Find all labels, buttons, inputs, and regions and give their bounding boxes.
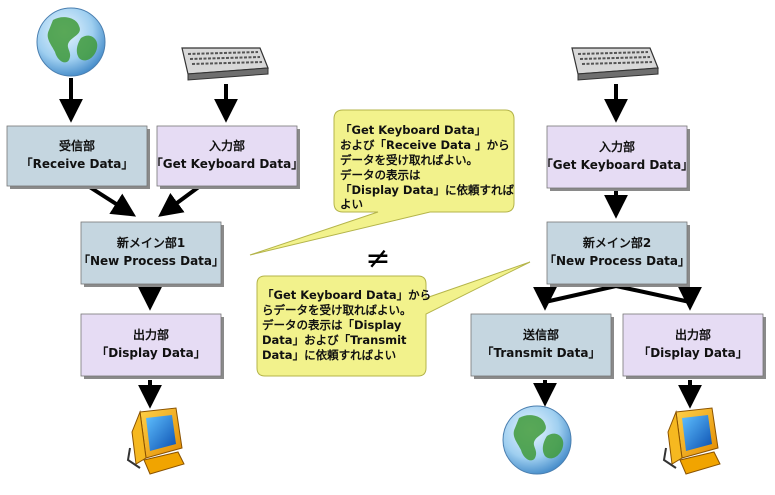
module-function: 「Display Data」	[96, 345, 206, 360]
globe-icon	[36, 7, 106, 77]
globe-icon	[502, 405, 572, 475]
module-name: 入力部	[599, 139, 635, 154]
module-function: 「Display Data」	[638, 345, 748, 360]
module-name: 出力部	[133, 327, 169, 342]
module-name: 出力部	[675, 327, 711, 342]
not-equal-symbol: ≠	[365, 241, 390, 276]
callout-right-text: 「Get Keyboard Data」から らデータを受け取ればよい。 データの…	[262, 288, 435, 362]
callout-line: らデータを受け取ればよい。	[262, 303, 412, 317]
callout-line: および「Receive Data 」から	[340, 138, 510, 152]
module-name: 送信部	[522, 327, 559, 342]
module-name: 受信部	[59, 138, 95, 153]
module-name: 入力部	[209, 138, 245, 153]
module-function: 「Get Keyboard Data」	[541, 157, 693, 172]
callout-line: 「Get Keyboard Data」から	[262, 288, 431, 302]
arrow-receive-to-process	[86, 184, 137, 217]
callout-line: 「Display Data」に依頼すれば	[340, 183, 514, 197]
module-display-data: 出力部 「Display Data」	[80, 313, 224, 379]
monitor-icon	[662, 407, 721, 475]
callout-line: データの表示は「Display	[262, 318, 402, 332]
module-function: 「Transmit Data」	[482, 345, 601, 360]
module-function: 「New Process Data」	[544, 253, 690, 268]
monitor-icon	[126, 407, 185, 475]
arrow-process-to-output-right	[615, 284, 702, 311]
module-function: 「Get Keyboard Data」	[151, 156, 303, 171]
callout-line: データを受け取ればよい。	[340, 153, 478, 167]
module-get-keyboard-data-right: 入力部 「Get Keyboard Data」	[541, 125, 693, 191]
callout-line: データの表示は	[340, 168, 421, 182]
callout-line: 「Get Keyboard Data」	[340, 123, 486, 137]
module-receive-data: 受信部 「Receive Data」	[6, 125, 150, 189]
callout-line: Data」および「Transmit	[262, 333, 407, 347]
module-display-data-right: 出力部 「Display Data」	[622, 313, 766, 379]
module-get-keyboard-data: 入力部 「Get Keyboard Data」	[151, 125, 303, 189]
callout-line: よい	[340, 197, 363, 211]
module-function: 「New Process Data」	[78, 253, 224, 268]
arrows	[59, 78, 702, 409]
module-name: 新メイン部2	[583, 235, 651, 250]
arrow-input-to-process	[158, 184, 202, 217]
module-new-process-data-1: 新メイン部1 「New Process Data」	[78, 221, 224, 287]
module-new-process-data-2: 新メイン部2 「New Process Data」	[544, 221, 690, 287]
arrow-process-to-transmit	[533, 284, 617, 311]
keyboard-icon	[571, 47, 659, 81]
keyboard-icon	[181, 47, 269, 81]
callout-right: 「Get Keyboard Data」から らデータを受け取ればよい。 データの…	[256, 261, 531, 377]
callout-line: Data」に依頼すればよい	[262, 348, 396, 362]
callout-left: 「Get Keyboard Data」 および「Receive Data 」から…	[249, 109, 518, 256]
module-transmit-data: 送信部 「Transmit Data」	[470, 313, 614, 379]
module-name: 新メイン部1	[117, 235, 185, 250]
callout-left-text: 「Get Keyboard Data」 および「Receive Data 」から…	[340, 123, 518, 211]
module-function: 「Receive Data」	[21, 156, 134, 171]
